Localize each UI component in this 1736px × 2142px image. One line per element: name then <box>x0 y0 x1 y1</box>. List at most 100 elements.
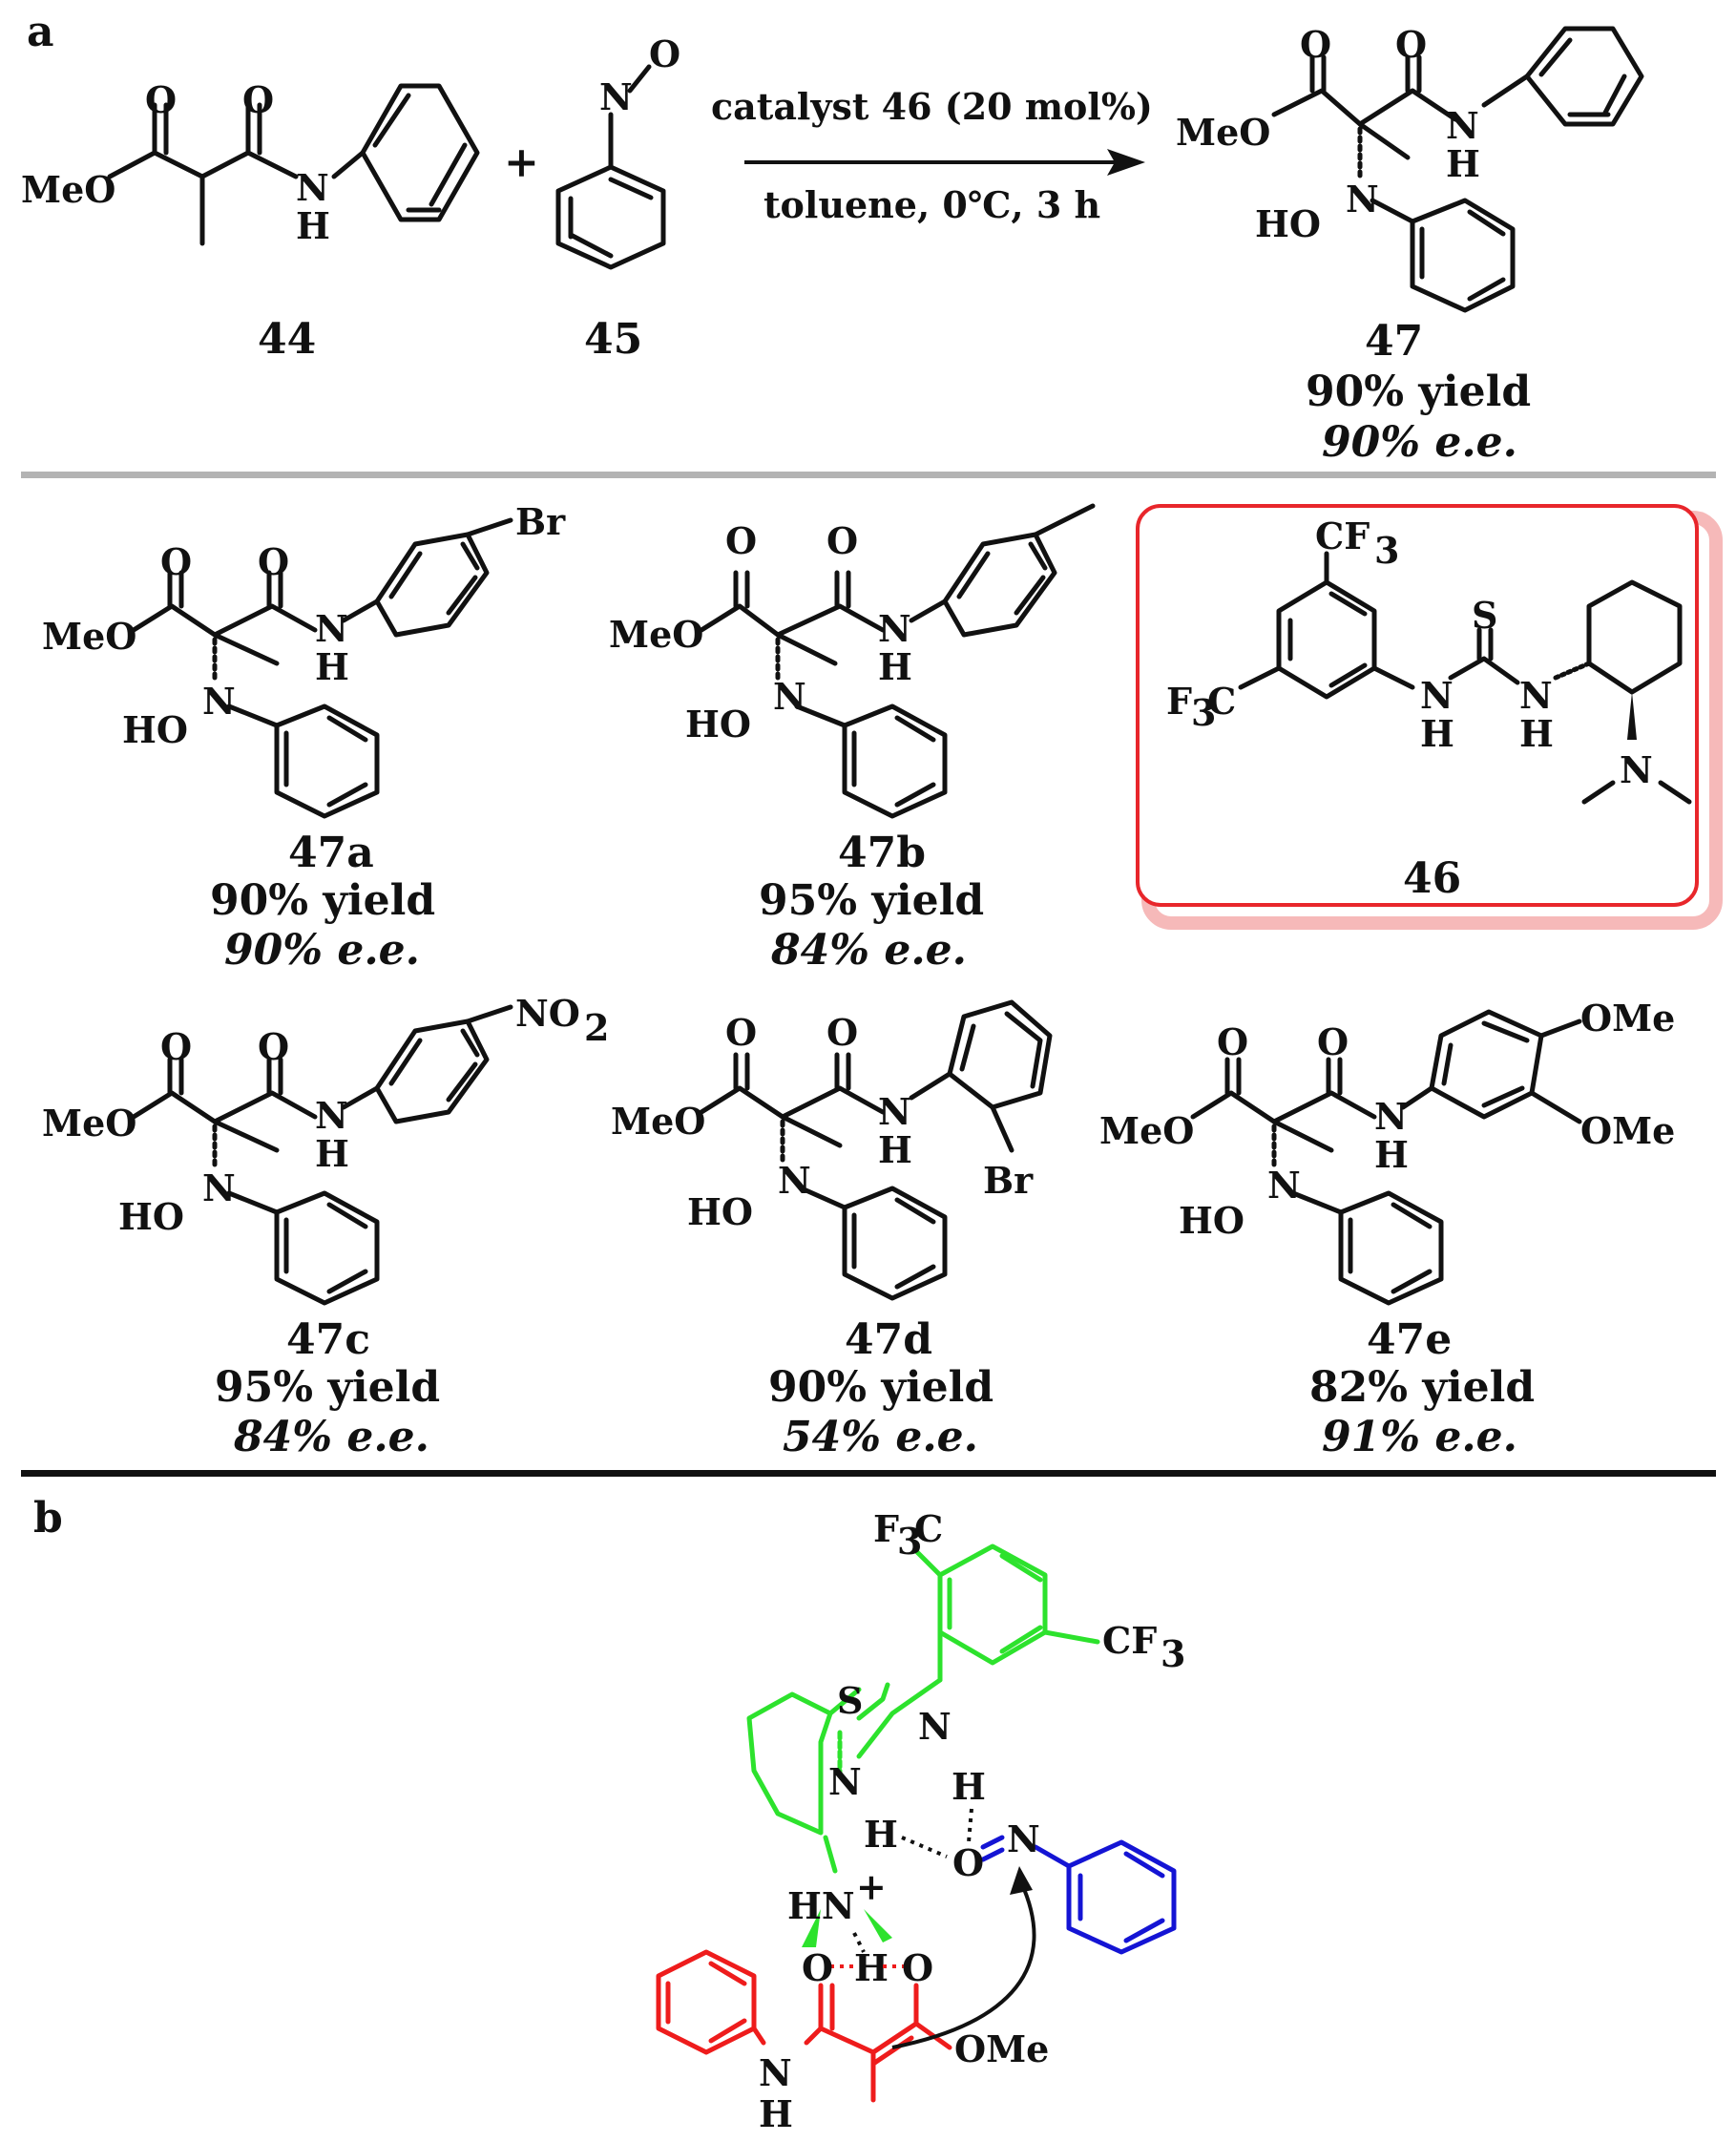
wedge-bond <box>802 1909 821 1947</box>
product-47a-ee: 90% e.e. <box>224 926 420 975</box>
atom-label: N <box>1420 674 1454 717</box>
reaction-conditions-bottom: toluene, 0℃, 3 h <box>763 183 1100 226</box>
atom-label: O <box>242 78 274 121</box>
section-divider <box>21 472 1716 478</box>
atom-label: N <box>315 607 348 650</box>
atom-label: O <box>258 1025 289 1068</box>
atom-label: N <box>1374 1095 1408 1138</box>
product-47e-yield: 82% yield <box>1309 1363 1535 1412</box>
atom-label: N <box>315 1094 348 1137</box>
catalyst-46-structure: CF 3 F 3 C N H S N H N <box>1166 514 1692 805</box>
product-47c-structure: O O MeO N H N HO NO 2 <box>42 992 609 1306</box>
atom-label: H <box>296 204 330 247</box>
atom-label: MeO <box>1176 111 1270 154</box>
atom-label: O <box>725 519 757 562</box>
product-47b-label: 47b <box>838 829 926 877</box>
atom-label: MeO <box>42 615 136 658</box>
atom-label: H <box>878 645 912 688</box>
product-47c-yield: 95% yield <box>215 1363 440 1412</box>
catalyst-box-frame <box>1136 504 1699 907</box>
atom-label: HO <box>1179 1199 1244 1242</box>
atom-label: OMe <box>1580 997 1675 1040</box>
atom-label: N <box>759 2051 792 2094</box>
atom-label: H <box>952 1765 986 1808</box>
atom-label: S <box>1472 594 1497 637</box>
atom-label: N <box>296 166 329 209</box>
atom-label: H <box>759 2092 793 2135</box>
atom-label: MeO <box>609 613 703 656</box>
atom-label: N <box>1519 674 1553 717</box>
product-47-label: 47 <box>1365 317 1423 366</box>
atom-label: O <box>145 78 177 121</box>
nucleophilic-attack-arrow <box>891 1866 1036 2049</box>
atom-label: O <box>649 32 680 75</box>
atom-label: HO <box>685 703 751 746</box>
product-47e-label: 47e <box>1367 1315 1452 1364</box>
atom-label: MeO <box>611 1100 705 1143</box>
atom-label: O <box>1317 1020 1349 1063</box>
atom-label: N <box>828 1760 862 1803</box>
product-47b-structure: O O MeO N H N HO <box>609 503 1096 819</box>
atom-label: O <box>1217 1020 1248 1063</box>
subscript: 2 <box>584 1006 609 1049</box>
nitrosobenzene-blue <box>980 1835 1177 1955</box>
atom-label: O <box>1395 23 1427 66</box>
product-47a-label: 47a <box>288 829 374 877</box>
atom-label: H <box>1446 142 1480 185</box>
product-47a-yield: 90% yield <box>210 876 435 925</box>
product-47c-label: 47c <box>286 1315 370 1364</box>
atom-label: H <box>1374 1133 1409 1176</box>
atom-label: Br <box>515 500 566 543</box>
panel-a-label: a <box>27 8 54 56</box>
atom-label: Br <box>983 1159 1034 1202</box>
atom-label: H <box>854 1946 889 1989</box>
reaction-arrow <box>744 149 1145 176</box>
atom-label: HN <box>787 1884 855 1927</box>
atom-label: MeO <box>42 1102 136 1144</box>
reactant-44-structure: O O MeO N H <box>21 78 480 247</box>
atom-label: O <box>725 1011 757 1054</box>
product-47d-label: 47d <box>845 1315 932 1364</box>
atom-label: F <box>873 1507 899 1550</box>
product-47d-structure: O O MeO N H N HO Br <box>611 999 1053 1301</box>
hydrogen-bonds <box>852 1808 973 1953</box>
atom-label: C <box>914 1507 943 1550</box>
atom-label: N <box>202 1166 236 1209</box>
catalyst-46-label: 46 <box>1403 854 1461 903</box>
atom-label: O <box>160 1025 192 1068</box>
atom-label: H <box>315 645 349 688</box>
subscript: 3 <box>1191 691 1216 734</box>
atom-label: N <box>778 1159 811 1202</box>
subscript: 3 <box>1374 529 1399 572</box>
atom-label: NO <box>515 992 580 1035</box>
atom-label: N <box>1007 1817 1040 1860</box>
compound-label-44: 44 <box>258 315 316 364</box>
atom-label: N <box>1446 104 1479 147</box>
atom-label: H <box>315 1132 349 1175</box>
atom-label: CF <box>1102 1619 1157 1662</box>
enol-substrate-red <box>656 1949 952 2103</box>
subscript: 3 <box>1161 1632 1185 1675</box>
product-47a-structure: O O MeO N H N HO Br <box>42 500 566 819</box>
product-47b-ee: 84% e.e. <box>770 926 967 975</box>
atom-label: N <box>878 607 911 650</box>
compound-label-45: 45 <box>584 315 642 364</box>
atom-label: OMe <box>1580 1109 1675 1152</box>
atom-label: O <box>1300 23 1331 66</box>
atom-label: N <box>1267 1164 1301 1207</box>
atom-label: O <box>952 1841 984 1884</box>
atom-label: HO <box>687 1190 753 1233</box>
atom-label: HO <box>122 708 188 751</box>
atom-label: N <box>1346 178 1379 220</box>
atom-label: F <box>1166 680 1192 723</box>
panel-b-label: b <box>33 1494 63 1543</box>
atom-label: O <box>258 540 289 583</box>
atom-label: H <box>1420 712 1454 755</box>
product-47-yield: 90% yield <box>1306 368 1531 416</box>
reactant-45-structure: N O <box>555 32 680 270</box>
atom-label: O <box>826 519 858 562</box>
atom-label: N <box>599 75 633 118</box>
subscript: 3 <box>897 1520 922 1563</box>
product-47e-structure: O O MeO N H N HO OMe OMe <box>1099 997 1675 1306</box>
